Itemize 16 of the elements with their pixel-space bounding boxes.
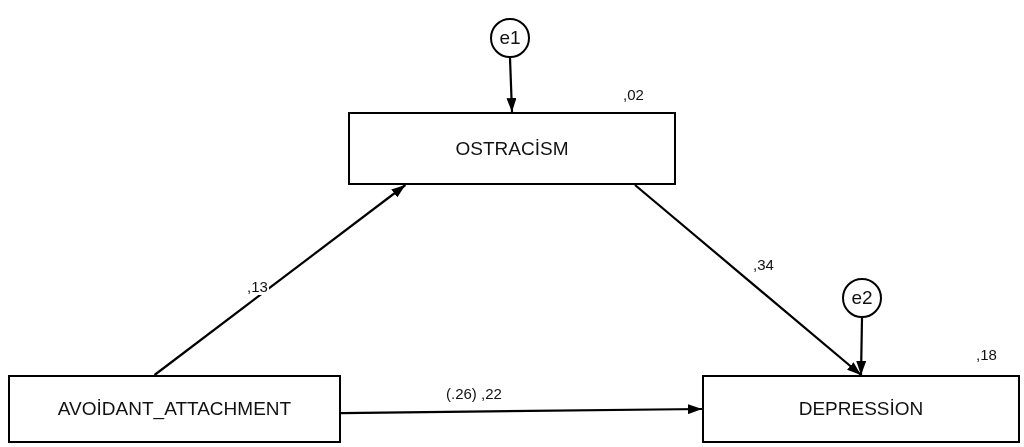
variable-name: AVOİDANT_ATTACHMENT [57, 398, 292, 420]
variable-box [8, 375, 341, 443]
arrow [341, 404, 702, 415]
error-circle [490, 18, 530, 58]
variable-name: OSTRACİSM [455, 137, 569, 160]
variable-name: DEPRESSİON [798, 398, 924, 420]
arrow [634, 184, 862, 376]
arrow [153, 184, 407, 376]
arrow [856, 318, 867, 375]
variable-name: e1 [499, 27, 521, 49]
variable-box [702, 375, 1020, 443]
arrow [506, 57, 517, 113]
error-circle [842, 278, 882, 318]
variable-box [348, 112, 676, 185]
variable-name: e2 [851, 287, 873, 309]
edge-label: (.26) ,22 [445, 385, 503, 402]
